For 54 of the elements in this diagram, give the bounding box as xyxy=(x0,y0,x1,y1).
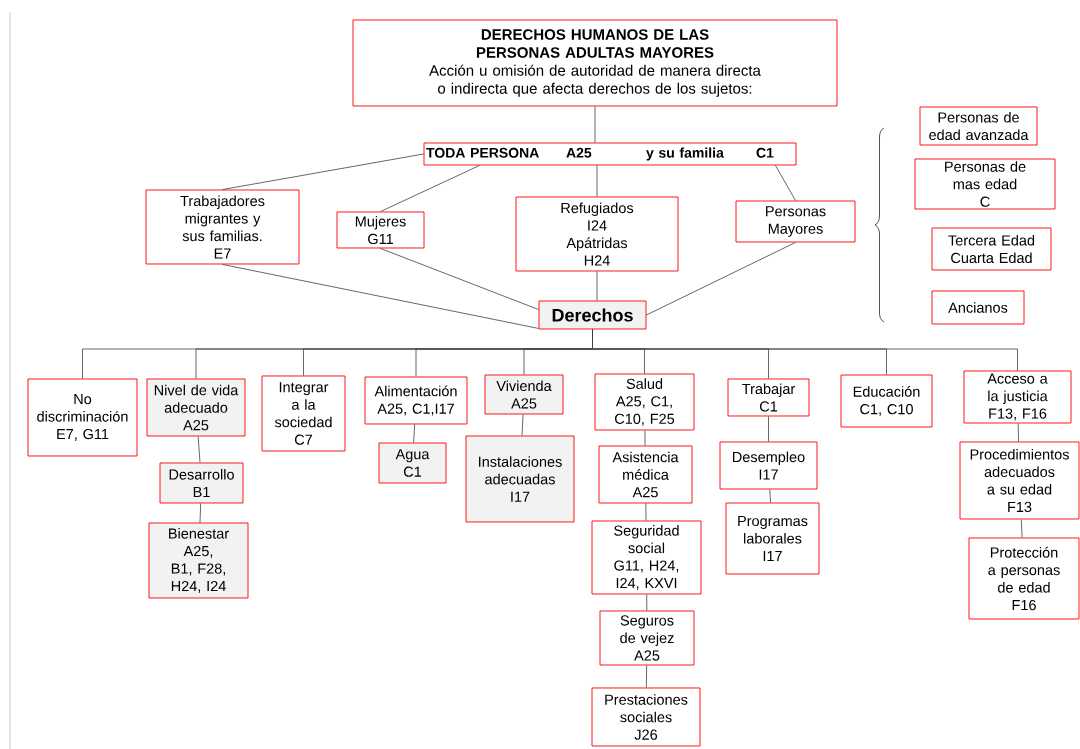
text-box: Nivel de vida adecuado A25 xyxy=(146,378,246,437)
connector-line xyxy=(592,329,1018,371)
text-box: Mujeres G11 xyxy=(336,211,425,249)
text-box: Ancianos xyxy=(931,290,1025,325)
text-box: Seguros de vejez A25 xyxy=(599,610,695,666)
text-box: Refugiados I24 Apátridas H24 xyxy=(515,196,679,272)
text-box: Protección a personas de edad F16 xyxy=(968,537,1080,620)
connector-line xyxy=(768,416,769,442)
connector-line xyxy=(596,271,598,301)
connector-line xyxy=(380,248,539,310)
connector-line xyxy=(644,430,646,446)
text-box: Asistencia médica A25 xyxy=(598,445,693,504)
connector-line xyxy=(1017,423,1019,442)
connector-line xyxy=(646,594,648,611)
title-box: DERECHOS HUMANOS DE LAS PERSONAS ADULTAS MAYORES Acción u omisión de autoridad de manera directa o indirecta que afecta derechos de los sujetos: xyxy=(352,19,838,107)
connector-line xyxy=(380,165,480,212)
connector-line xyxy=(596,165,598,197)
connector-line xyxy=(413,424,416,443)
connector-line xyxy=(222,264,539,329)
text-box: Tercera Edad Cuarta Edad xyxy=(931,227,1052,271)
text-box: No discriminación E7, G11 xyxy=(27,378,138,457)
connector-line xyxy=(521,414,524,436)
text-box: Bienestar A25, B1, F28, H24, I24 xyxy=(148,522,249,599)
text-box: Agua C1 xyxy=(378,442,447,484)
connector-line xyxy=(769,489,771,503)
text-box: Alimentación A25, C1,I17 xyxy=(364,376,468,425)
text-box: Salud A25, C1, C10, F25 xyxy=(594,373,695,431)
text-box: Prestaciones sociales J26 xyxy=(591,687,701,747)
text-box: Educación C1, C10 xyxy=(840,374,933,428)
connector-line xyxy=(646,665,648,688)
subject-box: TODA PERSONA A25 y su familia C1 xyxy=(423,142,797,166)
connector-line xyxy=(1020,519,1023,538)
text-box: Desarrollo B1 xyxy=(159,462,244,504)
connector-line xyxy=(645,503,647,521)
text-box: Instalaciones adecuadas I17 xyxy=(465,435,575,523)
text-box: Trabajadores migrantes y sus familias. E7 xyxy=(145,189,300,265)
text-box: Procedimientos adecuados a su edad F13 xyxy=(959,441,1080,520)
text-box: Seguridad social G11, H24, I24, KXVI xyxy=(591,520,702,595)
text-box: Personas Mayores xyxy=(735,200,856,243)
connector-line xyxy=(775,165,796,201)
connector-line xyxy=(197,436,201,463)
text-box: Programas laborales I17 xyxy=(725,502,820,575)
text-box: Integrar a la sociedad C7 xyxy=(261,375,346,452)
connector-line xyxy=(594,106,596,143)
connector-line xyxy=(222,153,424,190)
connector-line xyxy=(199,503,202,523)
text-box: Personas de edad avanzada xyxy=(919,106,1038,146)
text-box: Desempleo I17 xyxy=(719,441,818,490)
text-box: Acceso a la justicia F13, F16 xyxy=(963,370,1072,424)
text-box: Vivienda A25 xyxy=(484,374,564,415)
text-box: Trabajar C1 xyxy=(727,378,810,417)
connector-line xyxy=(646,242,796,316)
central-box: Derechos xyxy=(538,300,647,330)
text-box: Personas de mas edad C xyxy=(914,158,1056,210)
